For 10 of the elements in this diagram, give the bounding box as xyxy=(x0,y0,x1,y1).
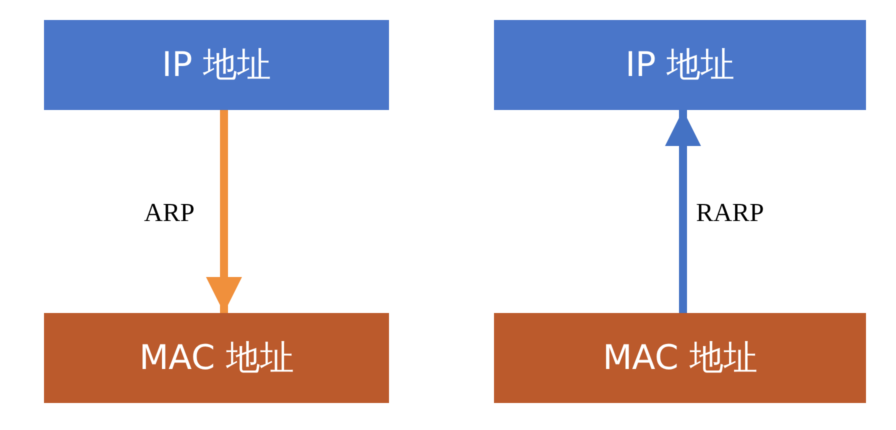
arrow xyxy=(206,110,242,313)
box-label: IP 地址 xyxy=(162,44,272,87)
address-box xyxy=(494,313,866,403)
box-label: MAC 地址 xyxy=(602,337,758,380)
box-label: IP 地址 xyxy=(625,44,735,87)
address-box xyxy=(494,20,866,110)
address-box xyxy=(44,313,389,403)
arrow xyxy=(665,110,701,313)
address-box xyxy=(44,20,389,110)
box-label: MAC 地址 xyxy=(139,337,294,380)
